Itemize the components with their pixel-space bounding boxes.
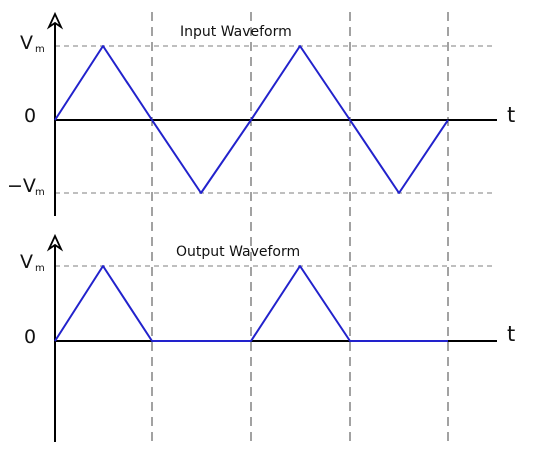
output-title: Output Waveform <box>176 244 300 260</box>
input-vm-label: V <box>20 32 33 54</box>
output-vm-label: V <box>20 251 33 273</box>
period-guides <box>151 12 449 444</box>
input-neg-vm-label: −V <box>7 175 36 197</box>
input-title: Input Waveform <box>180 24 292 40</box>
output-panel: Output Waveform V m 0 t <box>20 233 515 442</box>
output-y-arrow <box>46 233 64 252</box>
output-t-label: t <box>507 322 515 346</box>
input-zero-label: 0 <box>24 105 36 127</box>
input-y-arrow <box>46 11 64 30</box>
input-panel: Input Waveform V m 0 −V m t <box>7 11 515 216</box>
input-t-label: t <box>507 103 515 127</box>
output-vm-subscript: m <box>35 263 45 274</box>
output-zero-label: 0 <box>24 326 36 348</box>
output-waveform <box>54 265 448 342</box>
input-waveform <box>54 45 449 194</box>
input-vm-subscript: m <box>35 44 45 55</box>
input-neg-vm-subscript: m <box>35 187 45 198</box>
